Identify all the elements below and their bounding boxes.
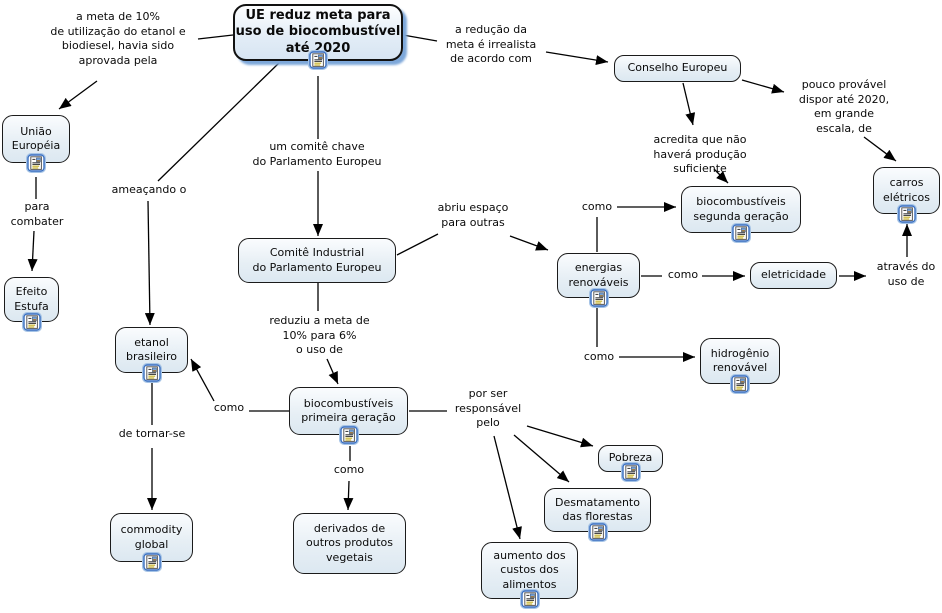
concept-node-biocombustiveis-primeira-geracao-label: biocombustíveis primeira geração: [301, 396, 396, 424]
resource-icon[interactable]: [142, 552, 162, 572]
concept-node-comite-industrial-label: Comitê Industrial do Parlamento Europeu: [252, 246, 382, 274]
concept-node-uniao-europeia[interactable]: União Européia: [2, 115, 70, 163]
concept-node-eletricidade-label: eletricidade: [760, 268, 827, 282]
concept-node-efeito-estufa-label: Efeito Estufa: [14, 285, 49, 313]
concept-node-hidrogenio-renovavel-label: hidrogênio renovável: [710, 346, 770, 374]
resource-icon[interactable]: [142, 363, 162, 383]
concept-node-desmatamento-label: Desmatamento das florestas: [555, 495, 640, 523]
concept-node-conselho-europeu[interactable]: Conselho Europeu: [614, 55, 741, 82]
concept-node-aumento-custos-label: aumento dos custos dos alimentos: [493, 549, 566, 591]
concept-node-biocombustiveis-segunda-geracao[interactable]: biocombustíveis segunda geração: [681, 186, 801, 233]
concept-node-uniao-europeia-label: União Européia: [11, 124, 61, 152]
concept-node-energias-renovaveis-label: energias renováveis: [568, 261, 629, 289]
link-label-reducao-irrealista[interactable]: a redução da meta é irrealista de acordo…: [445, 23, 537, 66]
concept-node-etanol-brasileiro-label: etanol brasileiro: [126, 335, 177, 363]
resource-icon[interactable]: [589, 288, 609, 308]
concept-node-carros-eletricos[interactable]: carros elétricos: [873, 167, 940, 214]
resource-icon[interactable]: [621, 462, 641, 482]
resource-icon[interactable]: [730, 374, 750, 394]
resource-icon[interactable]: [588, 522, 608, 542]
concept-node-hidrogenio-renovavel[interactable]: hidrogênio renovável: [700, 338, 780, 384]
concept-node-comite-industrial[interactable]: Comitê Industrial do Parlamento Europeu: [238, 238, 396, 283]
concept-node-efeito-estufa[interactable]: Efeito Estufa: [4, 277, 59, 322]
link-label-como-derivados[interactable]: como: [333, 463, 365, 476]
connector-lines: [27, 34, 912, 540]
concept-node-desmatamento[interactable]: Desmatamento das florestas: [544, 488, 651, 532]
link-label-atraves-do-uso[interactable]: através do uso de: [876, 260, 936, 288]
concept-node-derivados-vegetais-label: derivados de outros produtos vegetais: [306, 522, 393, 564]
link-label-por-ser-responsavel[interactable]: por ser responsável pelo: [454, 387, 522, 430]
link-label-aprovada-pela[interactable]: a meta de 10% de utilização do etanol e …: [50, 10, 186, 67]
concept-node-conselho-europeu-label: Conselho Europeu: [627, 61, 728, 75]
concept-node-biocombustiveis-segunda-geracao-label: biocombustíveis segunda geração: [693, 195, 789, 223]
link-label-como-segunda[interactable]: como: [581, 200, 613, 213]
link-label-de-tornar-se[interactable]: de tornar-se: [118, 427, 186, 440]
concept-node-carros-eletricos-label: carros elétricos: [883, 176, 930, 204]
concept-node-pobreza[interactable]: Pobreza: [598, 445, 663, 472]
resource-icon[interactable]: [339, 425, 359, 445]
link-label-como-hidrogenio[interactable]: como: [583, 350, 615, 363]
concept-node-pobreza-label: Pobreza: [608, 451, 653, 465]
resource-icon[interactable]: [897, 204, 917, 224]
link-label-reduziu-meta[interactable]: reduziu a meta de 10% para 6% o uso de: [269, 314, 370, 357]
concept-node-derivados-vegetais[interactable]: derivados de outros produtos vegetais: [293, 513, 406, 574]
resource-icon[interactable]: [26, 153, 46, 173]
link-label-abriu-espaco[interactable]: abriu espaço para outras: [437, 201, 509, 229]
concept-node-energias-renovaveis[interactable]: energias renováveis: [557, 253, 640, 298]
concept-node-commodity-global-label: commodity global: [120, 523, 183, 551]
link-label-como-etanol[interactable]: como: [213, 401, 245, 414]
concept-node-main[interactable]: UE reduz meta para uso de biocombustível…: [233, 4, 403, 61]
link-label-para-combater[interactable]: para combater: [10, 200, 64, 228]
link-label-como-eletricidade[interactable]: como: [667, 268, 699, 281]
concept-node-eletricidade[interactable]: eletricidade: [750, 262, 837, 289]
resource-icon[interactable]: [22, 312, 42, 332]
concept-node-commodity-global[interactable]: commodity global: [110, 513, 193, 562]
link-label-um-comite-chave[interactable]: um comitê chave do Parlamento Europeu: [252, 140, 382, 168]
resource-icon[interactable]: [731, 223, 751, 243]
link-label-pouco-provavel[interactable]: pouco provável dispor até 2020, em grand…: [798, 78, 890, 135]
concept-node-etanol-brasileiro[interactable]: etanol brasileiro: [115, 327, 188, 373]
link-label-ameacando-o[interactable]: ameaçando o: [111, 183, 187, 196]
concept-node-biocombustiveis-primeira-geracao[interactable]: biocombustíveis primeira geração: [289, 387, 408, 435]
concept-node-aumento-custos[interactable]: aumento dos custos dos alimentos: [481, 542, 578, 599]
resource-icon[interactable]: [308, 50, 328, 70]
link-label-acredita-producao[interactable]: acredita que não haverá produção suficie…: [653, 133, 747, 176]
resource-icon[interactable]: [520, 589, 540, 609]
